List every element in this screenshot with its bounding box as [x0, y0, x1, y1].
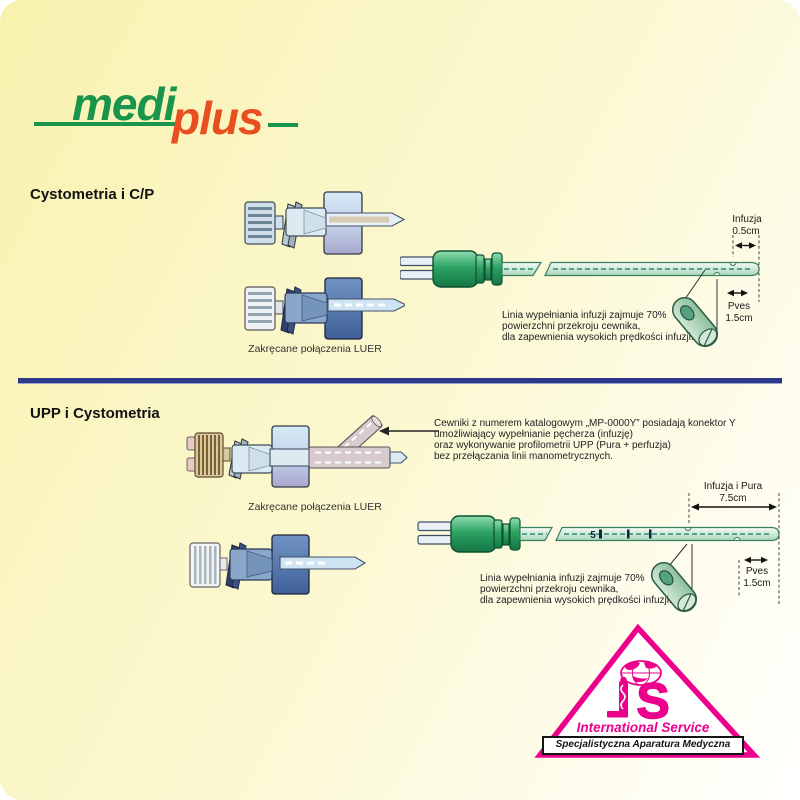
infuzja-pura-double-arrow-icon [691, 503, 777, 511]
note-line: powierzchni przekroju cewnika, [480, 584, 619, 595]
dimension-guides [732, 235, 760, 302]
luer-barrel [284, 292, 328, 324]
y-connector-diagram [186, 415, 439, 488]
luer-connector-dark-diagram [244, 277, 405, 340]
catheter1-diagram [400, 235, 760, 348]
section2-note: Linia wypełniania infuzji zajmuje 70% po… [480, 573, 672, 606]
infuzja-pura-label: Infuzja i Pura [703, 481, 763, 492]
tube [279, 556, 367, 570]
catalog-note-line: umożliwiający wypełnianie pęcherza (infu… [434, 429, 633, 440]
globe-icon [620, 660, 662, 686]
mediplus-logo: medi plus [30, 68, 320, 153]
luer-barrel [285, 207, 327, 237]
cross-section-pointers [682, 269, 718, 335]
infuzja-label: Infuzja [732, 214, 762, 225]
pves2-value: 1.5cm [743, 578, 771, 589]
aparatura-medyczna-box: Specjalistyczna Aparatura Medyczna [542, 736, 744, 755]
infuzja-double-arrow-icon [735, 242, 756, 249]
manometry-tubes [417, 521, 455, 545]
section2-title: UPP i Cystometria [30, 405, 160, 422]
scale-mark-5: 5 [590, 530, 596, 541]
luer-cap [244, 201, 284, 245]
catalog-note-line: bez przełączania linii manometrycznych. [434, 451, 613, 462]
luer-connector2-diagram [189, 534, 367, 595]
luer-cap-tan [186, 432, 231, 478]
luer-barrel [229, 548, 273, 581]
note-line: Linia wypełniania infuzji zajmuje 70% [480, 573, 645, 584]
note-line: Linia wypełniania infuzji zajmuje 70% [502, 310, 667, 321]
catheter-cross-section [671, 296, 719, 348]
catalog-note-line: oraz wykonywanie profilometrii UPP (Pura… [434, 440, 671, 451]
note-line: dla zapewnienia wysokich prędkości infuz… [480, 595, 672, 606]
infuzja-value: 0.5cm [732, 226, 760, 237]
note-line: dla zapewnienia wysokich prędkości infuz… [502, 332, 694, 343]
section1-title: Cystometria i C/P [30, 186, 155, 203]
main-tube [269, 446, 408, 469]
section1-note: Linia wypełniania infuzji zajmuje 70% po… [502, 310, 694, 343]
section1-luer-caption: Zakręcane połączenia LUER [248, 343, 382, 355]
luer-connector-light-diagram [244, 191, 405, 255]
section2-luer-caption: Zakręcane połączenia LUER [248, 501, 382, 513]
international-service-logo: S [534, 623, 761, 758]
pves-value: 1.5cm [725, 313, 753, 324]
luer-cap [244, 286, 284, 331]
asclepius-staff-icon [607, 676, 628, 718]
catheter-connector [432, 250, 503, 288]
stylet-tube [325, 212, 405, 227]
logo-underline [34, 122, 178, 126]
catheter-tube: 5 [519, 526, 780, 542]
luer-barrel [231, 444, 273, 474]
arrow-left-icon [379, 426, 439, 436]
catalog-note: Cewniki z numerem katalogowym „MP-0000Y”… [434, 418, 736, 462]
catheter-cross-section [650, 561, 698, 613]
pves-double-arrow-icon [744, 556, 768, 564]
catheter-connector [450, 515, 521, 553]
dimension-guides [688, 493, 780, 605]
catheter-tube [501, 261, 760, 277]
international-service-text: International Service [576, 720, 710, 735]
catalog-note-line: Cewniki z numerem katalogowym „MP-0000Y”… [434, 418, 736, 429]
note-line: powierzchni przekroju cewnika, [502, 321, 641, 332]
logo-dash [268, 123, 298, 127]
is-monogram-icon: S [636, 673, 669, 729]
infuzja-pura-value: 7.5cm [719, 493, 747, 504]
section-divider [18, 378, 782, 384]
catheter2-diagram: 5 [417, 493, 780, 613]
logo-plus-text: plus [172, 92, 264, 144]
tube [327, 298, 405, 312]
logo-triangle [534, 623, 761, 758]
logo-medi-text: medi [72, 78, 176, 130]
luer-cap [189, 542, 228, 588]
pves-label: Pves [727, 301, 751, 312]
pves2-label: Pves [745, 566, 769, 577]
manometry-tubes [400, 256, 438, 280]
pves-double-arrow-icon [727, 289, 748, 297]
